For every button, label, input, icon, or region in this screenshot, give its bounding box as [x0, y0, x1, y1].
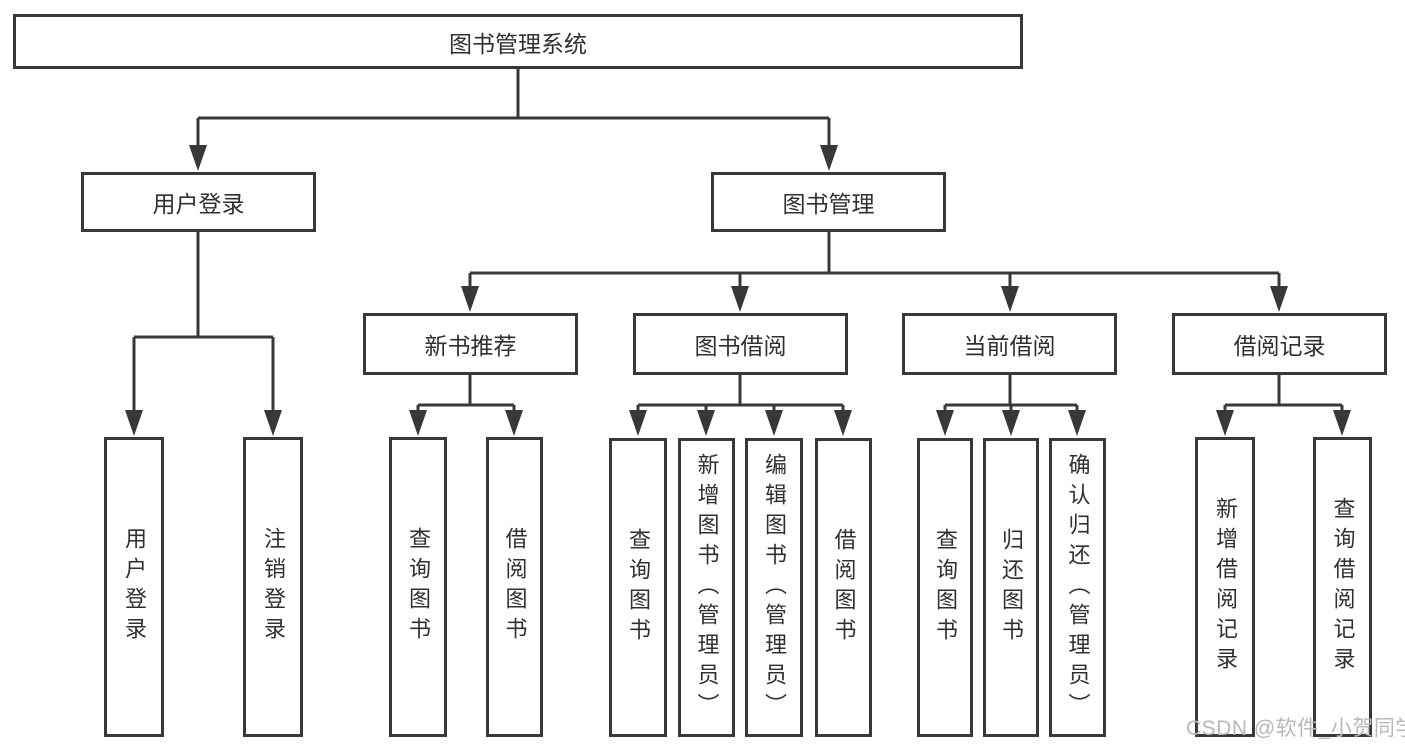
connector-current-borrow-to-leaves: [943, 375, 1079, 411]
node-user-login-label: 用户登录: [152, 191, 245, 217]
leaf-logout: 注销登录: [243, 437, 303, 737]
connector-book-management-to-level3: [468, 232, 1281, 287]
leaf-recommend-query-books-label: 查询图书: [406, 527, 431, 647]
node-current-borrow-label: 当前借阅: [963, 333, 1056, 359]
leaf-borrow-add-books-admin: 新增图书（管理员）: [678, 438, 735, 737]
arrowhead: [264, 410, 282, 436]
arrowhead: [409, 410, 427, 436]
leaf-current-confirm-return-admin-label: 确认归还（管理员）: [1065, 452, 1091, 723]
leaf-records-add-record-label: 新增借阅记录: [1213, 497, 1238, 677]
connector-user-login-to-leaves: [132, 232, 275, 411]
leaf-records-add-record: 新增借阅记录: [1195, 437, 1255, 737]
leaf-current-query-books-label: 查询图书: [933, 527, 958, 648]
arrowhead: [505, 410, 523, 436]
leaf-logout-label: 注销登录: [261, 527, 286, 647]
leaf-borrow-edit-books-admin: 编辑图书（管理员）: [745, 438, 803, 737]
connector-borrow-records-to-leaves: [1223, 375, 1344, 411]
node-new-book-recommend-label: 新书推荐: [424, 333, 517, 359]
leaf-recommend-borrow-books: 借阅图书: [486, 437, 543, 737]
node-root: 图书管理系统: [13, 14, 1023, 69]
connector-root-to-level2: [196, 69, 831, 146]
leaf-current-return-books-label: 归还图书: [999, 527, 1024, 648]
arrowhead: [834, 410, 852, 436]
arrowhead: [936, 410, 954, 436]
arrowhead: [1216, 410, 1234, 436]
leaf-borrow-borrow-books: 借阅图书: [815, 438, 872, 737]
node-book-borrow: 图书借阅: [633, 313, 848, 375]
leaf-user-login-label: 用户登录: [122, 527, 147, 647]
leaf-borrow-add-books-admin-label: 新增图书（管理员）: [694, 452, 720, 723]
arrowhead: [1068, 410, 1086, 436]
arrowhead: [1333, 410, 1351, 436]
node-root-label: 图书管理系统: [449, 30, 587, 57]
arrowhead: [697, 410, 715, 436]
arrowhead: [820, 145, 838, 171]
leaf-recommend-query-books: 查询图书: [389, 437, 447, 737]
arrowhead: [189, 145, 207, 171]
connector-book-borrow-to-leaves: [636, 375, 845, 411]
leaf-records-query-record-label: 查询借阅记录: [1330, 497, 1356, 677]
leaf-borrow-query-books-label: 查询图书: [626, 527, 651, 648]
leaf-borrow-query-books: 查询图书: [609, 438, 667, 737]
arrowhead: [1001, 286, 1019, 312]
node-book-borrow-label: 图书借阅: [694, 333, 787, 359]
leaf-current-return-books: 归还图书: [983, 438, 1039, 737]
arrowhead: [1002, 410, 1020, 436]
arrowhead: [125, 410, 143, 436]
leaf-current-confirm-return-admin: 确认归还（管理员）: [1049, 438, 1106, 737]
node-borrow-records: 借阅记录: [1172, 313, 1387, 375]
leaf-current-query-books: 查询图书: [917, 438, 973, 737]
node-book-management: 图书管理: [711, 172, 946, 232]
arrowhead: [629, 410, 647, 436]
arrowhead: [731, 286, 749, 312]
arrowhead: [461, 286, 479, 312]
leaf-records-query-record: 查询借阅记录: [1313, 437, 1372, 737]
node-current-borrow: 当前借阅: [902, 313, 1117, 375]
node-borrow-records-label: 借阅记录: [1233, 333, 1326, 359]
arrowhead: [1270, 286, 1288, 312]
connector-new-book-recommend-to-leaves: [416, 375, 516, 411]
leaf-user-login: 用户登录: [104, 437, 164, 737]
leaf-recommend-borrow-books-label: 借阅图书: [502, 527, 528, 647]
node-user-login: 用户登录: [81, 172, 316, 232]
leaf-borrow-edit-books-admin-label: 编辑图书（管理员）: [762, 452, 787, 723]
node-new-book-recommend: 新书推荐: [363, 313, 578, 375]
arrowhead: [765, 410, 783, 436]
node-book-management-label: 图书管理: [782, 191, 875, 217]
csdn-watermark: CSDN @软件_小贺同学: [1186, 717, 1405, 740]
leaf-borrow-borrow-books-label: 借阅图书: [831, 527, 857, 648]
